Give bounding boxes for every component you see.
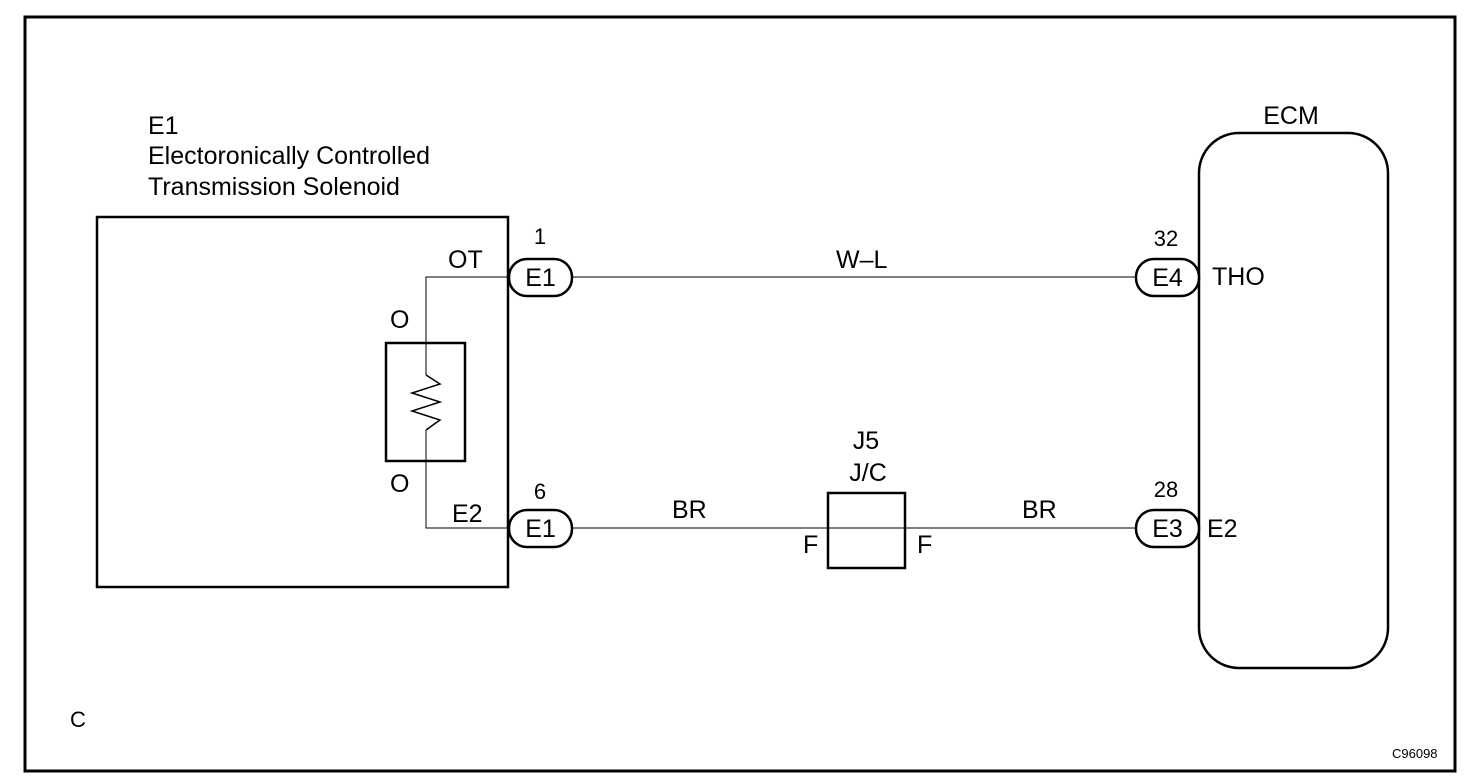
ecm-terminal-tho: THO — [1212, 263, 1265, 291]
connector-ecm-bottom — [1134, 508, 1201, 549]
solenoid-name-line1: Electoronically Controlled — [148, 142, 430, 170]
connector-sol-bottom-pin: 6 — [534, 479, 546, 504]
solenoid-internal-wire-top — [425, 276, 508, 375]
solenoid-terminal-ot: OT — [448, 246, 483, 274]
temperature-sensor-box — [384, 341, 467, 463]
oil-label-bottom: O — [390, 470, 409, 498]
ecm-box — [1197, 131, 1390, 670]
figure-code: C96098 — [1392, 746, 1438, 761]
connector-sol-top-label: E1 — [525, 264, 556, 292]
solenoid-name-line2: Transmission Solenoid — [148, 173, 400, 201]
connector-sol-bottom — [507, 508, 574, 549]
ecm-terminal-e2: E2 — [1207, 515, 1238, 543]
wire-label-br-left: BR — [672, 496, 707, 524]
diagram-frame — [23, 15, 1457, 773]
oil-label-top: O — [390, 306, 409, 334]
junction-pin-right: F — [917, 531, 932, 559]
connector-sol-top-pin: 1 — [534, 224, 546, 249]
solenoid-id: E1 — [148, 112, 179, 140]
corner-label: C — [70, 707, 86, 732]
solenoid-terminal-e2: E2 — [452, 500, 483, 528]
connector-ecm-bottom-pin: 28 — [1154, 477, 1178, 502]
junction-type: J/C — [849, 459, 887, 487]
connector-sol-top — [507, 257, 574, 298]
connector-ecm-bottom-label: E3 — [1152, 515, 1183, 543]
solenoid-internal-wire-bottom — [425, 430, 508, 529]
junction-pin-left: F — [803, 531, 818, 559]
wire-label-wl: W–L — [836, 246, 888, 274]
connector-ecm-top — [1134, 257, 1201, 298]
connector-ecm-top-pin: 32 — [1154, 226, 1178, 251]
ecm-title: ECM — [1263, 102, 1319, 130]
solenoid-box — [95, 215, 510, 589]
junction-id: J5 — [853, 427, 879, 455]
resistor-icon — [409, 374, 443, 431]
connector-sol-bottom-label: E1 — [525, 515, 556, 543]
wire-label-br-right: BR — [1022, 496, 1057, 524]
connector-ecm-top-label: E4 — [1152, 264, 1183, 292]
junction-box — [826, 491, 907, 570]
